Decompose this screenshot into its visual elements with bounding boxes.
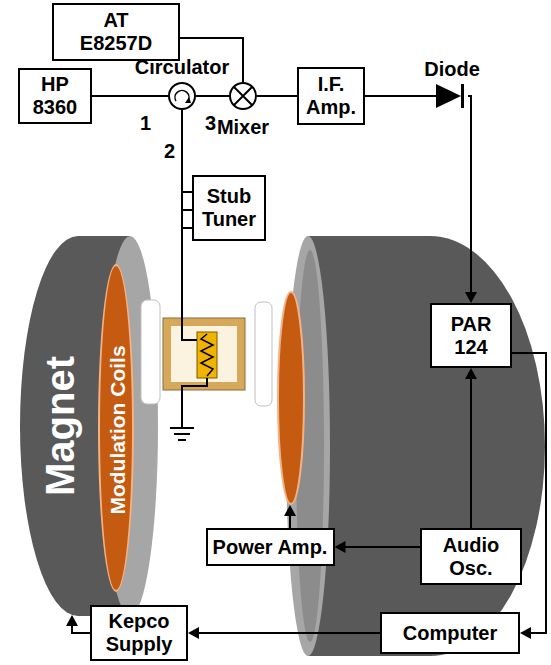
pole-piece — [255, 302, 272, 406]
node-label: Audio Osc. — [436, 534, 506, 580]
shape-outline — [185, 97, 191, 103]
node-label: I.F. Amp. — [304, 73, 358, 119]
connector-line — [365, 95, 436, 97]
node-label: PAR 124 — [445, 313, 497, 359]
shape-outline — [169, 83, 195, 109]
arrowhead — [520, 627, 531, 639]
node-label: Modulation Coils — [106, 345, 130, 514]
computer-box: Computer — [380, 612, 520, 654]
connector — [188, 627, 380, 639]
connector-line — [468, 96, 471, 294]
arrowhead — [188, 627, 199, 639]
signal-generator-box: AT E8257D — [52, 3, 180, 61]
oscillator-box: Audio Osc. — [420, 528, 522, 585]
shape-outline — [229, 82, 257, 110]
node-label: Diode — [424, 58, 480, 81]
modulation-coil: Modulation Coils — [98, 264, 134, 592]
connector-line — [512, 353, 546, 633]
port-number: 3 — [205, 112, 216, 135]
diode-symbol: Diode — [436, 84, 468, 108]
ground-symbol — [170, 428, 194, 440]
resistor-symbol — [197, 332, 217, 378]
node-label: Circulator — [135, 56, 229, 79]
arrowhead — [335, 541, 346, 553]
drive-arrow — [289, 514, 291, 528]
node-label: HP 8360 — [29, 73, 81, 119]
resistor-symbol — [197, 332, 217, 378]
amplifier-box: I.F. Amp. — [297, 67, 365, 125]
tuner-box: Stub Tuner — [192, 175, 266, 241]
shape-outline — [461, 84, 464, 108]
ground-symbol — [170, 428, 194, 440]
drive-arrow — [284, 505, 296, 528]
node-label: Computer — [403, 622, 497, 645]
connector-line — [196, 95, 229, 97]
resistor-symbol — [201, 334, 213, 376]
connector — [365, 96, 436, 97]
drive-arrow — [284, 505, 296, 516]
transmission-line — [182, 378, 207, 428]
magnet-body: Magnet Modulation Coils — [20, 236, 160, 616]
connector — [196, 96, 229, 97]
right-magnet — [286, 236, 545, 656]
node-label: Mixer — [217, 116, 269, 139]
power-amp-box: Power Amp. — [206, 528, 335, 566]
resonator-cavity — [163, 318, 245, 390]
port-number: 2 — [164, 140, 175, 163]
right-modulation-coil — [278, 292, 304, 504]
resonator-cavity — [171, 326, 237, 382]
arrowhead — [66, 615, 78, 626]
right-modulation-coil — [278, 292, 304, 504]
shape-outline — [436, 84, 468, 108]
shape-outline — [175, 90, 189, 101]
connector-line — [470, 377, 472, 528]
connector-line — [257, 95, 297, 97]
connector-line — [197, 632, 380, 634]
pole-piece — [255, 302, 272, 406]
circulator-symbol: Circulator — [168, 82, 196, 110]
shape-outline — [168, 82, 196, 110]
source-box: HP 8360 — [18, 68, 92, 124]
connector — [465, 368, 477, 528]
connector-line — [182, 110, 192, 210]
node-label: Magnet — [37, 356, 83, 496]
mixer-symbol: Mixer — [229, 82, 257, 110]
lock-in-box: PAR 124 — [430, 303, 512, 368]
resonator-cavity — [163, 318, 245, 390]
connector-line — [92, 95, 168, 97]
shape-outline — [436, 84, 461, 108]
shape-outline — [20, 236, 136, 616]
power-supply-box: Kepco Supply — [90, 605, 188, 661]
shape-outline — [234, 87, 252, 105]
node-label: Kepco Supply — [99, 610, 179, 656]
connector — [257, 96, 297, 97]
connector — [92, 96, 168, 97]
node-label: Stub Tuner — [199, 185, 259, 231]
node-label: AT E8257D — [74, 9, 158, 55]
shape-outline — [230, 83, 256, 109]
arrowhead — [465, 292, 477, 303]
connector — [465, 96, 477, 303]
connector — [66, 615, 90, 633]
connector — [512, 353, 546, 639]
connector — [182, 110, 192, 210]
arrowhead — [465, 368, 477, 379]
shape-outline — [141, 300, 160, 404]
connector-line — [344, 546, 421, 548]
connector — [335, 541, 421, 553]
port-number: 1 — [140, 112, 151, 135]
node-label: Power Amp. — [213, 536, 328, 559]
